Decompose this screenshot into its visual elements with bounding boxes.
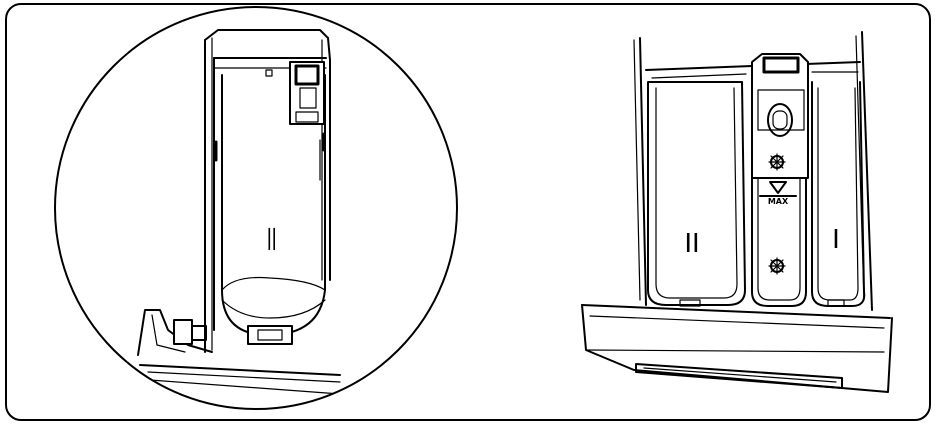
drawer-compartment-i: I [811, 81, 866, 307]
drawer-compartment-ii: II [647, 81, 746, 307]
drawer-siphon-hole [767, 103, 793, 137]
drawer-compartment-softener: MAX [751, 53, 809, 307]
illustration-frame [5, 3, 931, 421]
detail-view: II [54, 6, 458, 410]
detail-rail-mid [147, 371, 341, 383]
detail-release-latch [173, 319, 193, 345]
drawer-view: II MAX [581, 31, 893, 393]
drawer-grip-recess [635, 363, 843, 389]
drawer-handle [581, 304, 893, 393]
detail-compartment-mark: II [267, 223, 277, 258]
detail-shell-top [204, 29, 329, 41]
detail-content: II [137, 29, 341, 395]
detail-shell-right [327, 37, 331, 281]
detail-circle [54, 6, 458, 410]
drawer-front-panel [581, 304, 893, 393]
drawer-max-label: MAX [768, 197, 789, 206]
drawer-left-compartment-mark: II [684, 229, 699, 259]
drawer-left-wall [639, 37, 647, 306]
drawer-siphon-cap [751, 53, 809, 179]
detail-foot [247, 325, 293, 345]
drawer-max-triangle [769, 181, 787, 194]
detail-drawer-lip [137, 309, 213, 356]
detail-rail-low [149, 379, 341, 395]
drawer-right-compartment-mark: I [832, 225, 840, 255]
drawer-right-wall [861, 31, 873, 311]
detail-rail-top [139, 364, 341, 376]
